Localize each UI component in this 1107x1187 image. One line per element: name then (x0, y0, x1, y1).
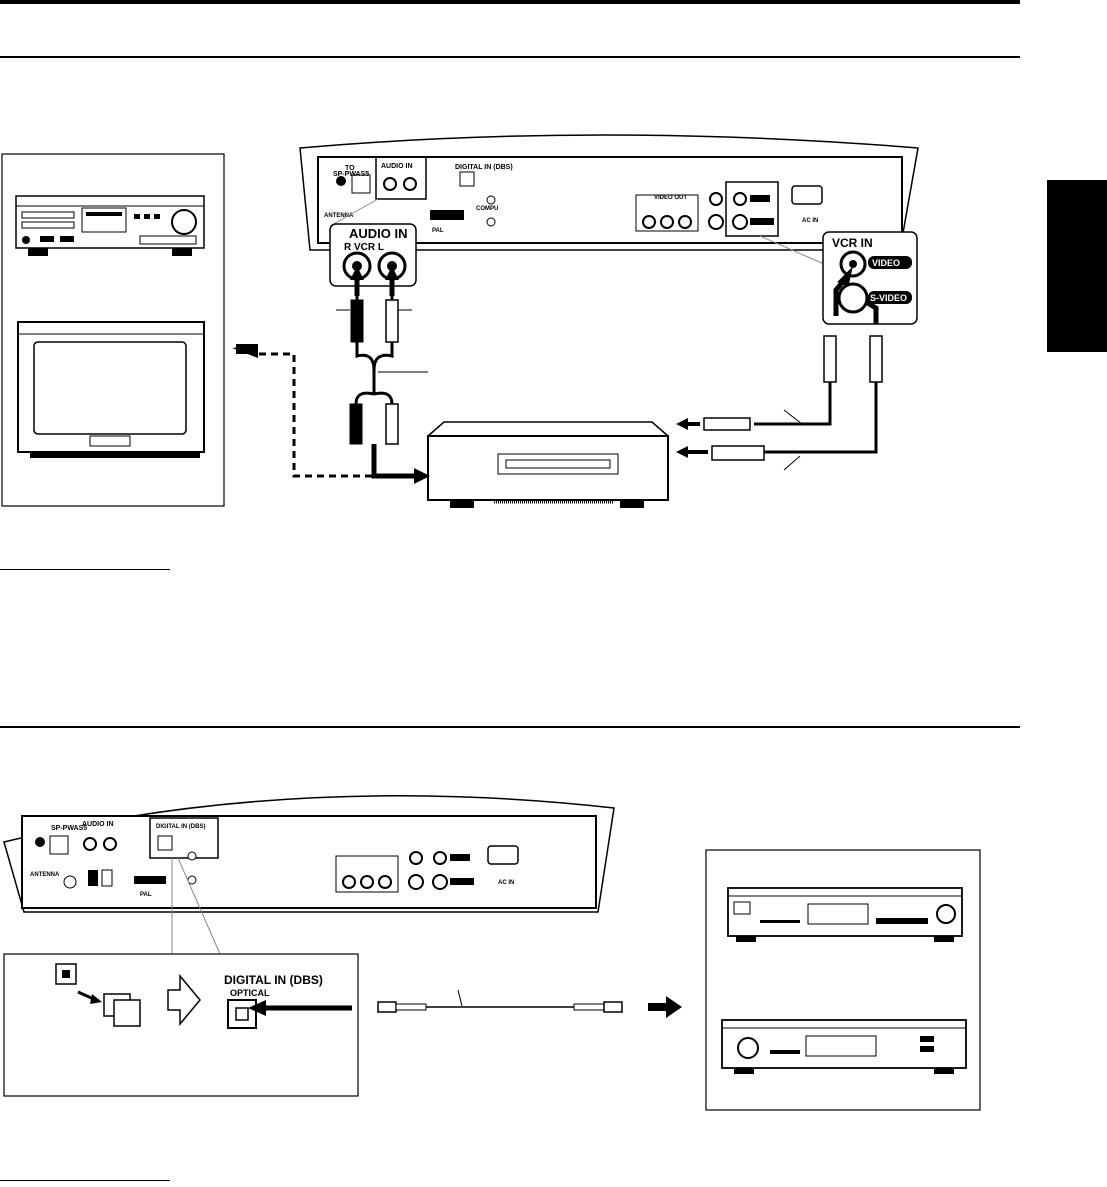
bottom-ac-in-label: AC IN (498, 880, 514, 886)
sp-pwas5-label: SP-PWAS5 (333, 171, 369, 178)
vcr-connection-diagram: TO SP-PWAS5 AUDIO IN DIGITAL IN (DBS) CO… (1, 134, 919, 508)
vcr-in-zoom: VCR IN VIDEO S-VIDEO (759, 231, 918, 325)
rear-panel-bottom: SP-PWAS5 AUDIO IN DIGITAL IN (DBS) ANTEN… (3, 795, 615, 913)
section-rule-top (0, 56, 1020, 58)
video-out-label: VIDEO OUT (654, 195, 687, 201)
tv-illustration (17, 321, 205, 458)
zoom-r-vcr-l-label: R VCR L (344, 242, 384, 253)
ac-in-label: AC IN (802, 218, 818, 224)
zoom-s-video-label: S-VIDEO (870, 293, 907, 303)
header-rule (0, 0, 1020, 4)
zoom-digital-in-label: DIGITAL IN (DBS) (224, 973, 323, 987)
vcr-illustration (427, 421, 669, 508)
section-rule-bottom (0, 726, 1020, 728)
zoom-video-label: VIDEO (872, 258, 900, 268)
md-deck-illustration (721, 1019, 967, 1074)
side-language-tab (1047, 180, 1107, 352)
audio-cable (336, 278, 428, 445)
compu-label: COMPU (476, 206, 498, 212)
digital-in-label: DIGITAL IN (DBS) (455, 164, 513, 171)
digital-connection-diagram: SP-PWAS5 AUDIO IN DIGITAL IN (DBS) ANTEN… (3, 795, 981, 1111)
zoom-vcr-in-label: VCR IN (832, 236, 873, 250)
zoom-audio-in-label: AUDIO IN (349, 226, 408, 241)
optical-cable (248, 989, 682, 1018)
pal-label: PAL (432, 228, 444, 234)
zoom-optical-label: OPTICAL (230, 988, 270, 998)
bottom-audio-in-label: AUDIO IN (82, 821, 114, 828)
rear-panel-top: TO SP-PWAS5 AUDIO IN DIGITAL IN (DBS) CO… (299, 134, 919, 251)
antenna-label: ANTENNA (324, 213, 354, 219)
cassette-deck-illustration (15, 195, 205, 256)
digital-tuner-illustration (727, 887, 963, 942)
cap-removal-illustration (55, 963, 201, 1027)
note-rule-2 (0, 1180, 170, 1181)
note-rule-1 (0, 569, 170, 570)
audio-in-zoom: AUDIO IN R VCR L (329, 198, 417, 287)
to-label: TO (345, 165, 355, 172)
bottom-digital-in-label: DIGITAL IN (DBS) (156, 824, 205, 830)
bottom-antenna-label: ANTENNA (30, 872, 60, 878)
bottom-pal-label: PAL (140, 892, 152, 898)
bottom-sp-pwas5-label: SP-PWAS5 (51, 825, 87, 832)
audio-in-label: AUDIO IN (381, 163, 413, 170)
optical-terminal-zoom: DIGITAL IN (DBS) OPTICAL (224, 973, 323, 1029)
